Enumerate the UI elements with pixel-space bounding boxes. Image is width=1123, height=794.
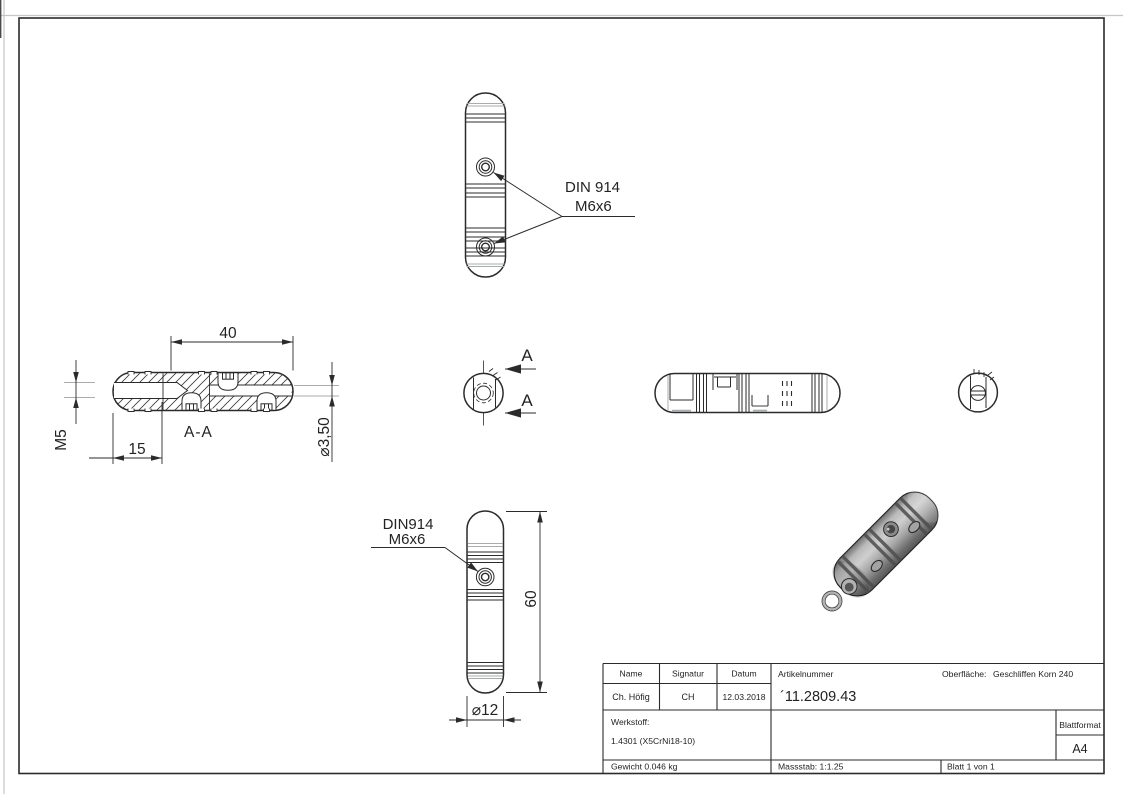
side-view: [654, 372, 841, 414]
side-view-set-screw: [712, 374, 738, 390]
dim-m5: [73, 360, 79, 424]
dim-60: [506, 511, 547, 693]
cut-arrows: [505, 364, 536, 418]
tb-name-value: Ch. Höfig: [612, 692, 650, 702]
title-block: [602, 662, 1104, 774]
tb-blattformat-label: Blattformat: [1059, 720, 1101, 730]
tb-name-header: Name: [620, 669, 643, 679]
title-block-text: Name Signatur Datum Ch. Höfig CH 12.03.2…: [611, 669, 1101, 772]
set-screw-lower: [476, 237, 495, 257]
knurl-ticks-right: [973, 369, 995, 381]
knurl-ticks: [488, 368, 501, 381]
din914-front-label-line1: DIN914: [383, 516, 434, 533]
dim-bore: [329, 362, 335, 462]
tb-blattformat-value: A4: [1072, 742, 1087, 756]
section-view-aa: [64, 336, 339, 464]
slot-left: [669, 374, 694, 401]
dim-60-text: 60: [523, 590, 540, 608]
section-screw-top: [217, 372, 239, 391]
tb-massstab: Massstab: 1:1.25: [778, 762, 844, 772]
front-set-screw: [475, 567, 495, 587]
set-screw-upper: [476, 157, 495, 177]
dim-bore-text: ⌀3,50: [316, 417, 333, 457]
tb-signatur-value: CH: [682, 692, 695, 702]
cut-letter-top: A: [521, 346, 533, 365]
front-view: [371, 510, 547, 727]
dim-m5-text: M5: [53, 429, 70, 451]
end-view-left: [463, 360, 536, 426]
groove-notches: [127, 371, 270, 412]
slot-right: [751, 395, 769, 407]
dim-15: [89, 402, 163, 464]
drawing-frame: [18, 17, 1105, 775]
iso-holes: [870, 520, 921, 572]
iso-ring: [821, 590, 843, 612]
tb-artikelnummer-value: ´11.2809.43: [780, 689, 856, 705]
dim-40: [170, 336, 294, 371]
knurl-marks: [781, 381, 793, 406]
tb-werkstoff-value: 1.4301 (X5CrNi18-10): [611, 736, 695, 746]
top-view: [464, 92, 635, 278]
din914-front-label-line2: M6x6: [389, 531, 426, 548]
iso-3d-view: [821, 490, 940, 612]
dim-15-text: 15: [128, 441, 145, 458]
iso-set-screw: [883, 521, 899, 538]
tb-werkstoff-label: Werkstoff:: [611, 717, 649, 727]
dim-40-text: 40: [219, 325, 237, 342]
leader-din914-front: [371, 547, 479, 572]
leader-din914-top: [493, 172, 635, 244]
section-screw-bottom-right: [256, 392, 277, 411]
iso-end-face: [840, 578, 858, 595]
tb-oberflaeche-label: Oberfläche:: [942, 669, 986, 679]
tb-artikelnummer-label: Artikelnummer: [778, 669, 834, 679]
groove-lines-front-view: [467, 551, 503, 674]
groove-lines-side-view: [696, 374, 823, 412]
dim-12-text: ⌀12: [472, 702, 499, 719]
tb-blatt: Blatt 1 von 1: [947, 762, 995, 772]
cut-letter-bottom: A: [521, 391, 533, 410]
tb-signatur-header: Signatur: [672, 669, 704, 679]
dim-12: [449, 696, 521, 727]
end-view-right: [957, 369, 999, 413]
section-screw-bottom-left: [181, 392, 202, 411]
tb-oberflaeche-value: Geschliffen Korn 240: [993, 669, 1073, 679]
tb-datum-header: Datum: [731, 669, 756, 679]
din914-top-label-line2: M6x6: [575, 198, 612, 215]
section-title: A-A: [184, 424, 213, 441]
tb-gewicht: Gewicht 0.046 kg: [611, 762, 678, 772]
tb-datum-value: 12.03.2018: [722, 692, 765, 702]
din914-top-label-line1: DIN 914: [565, 179, 620, 196]
